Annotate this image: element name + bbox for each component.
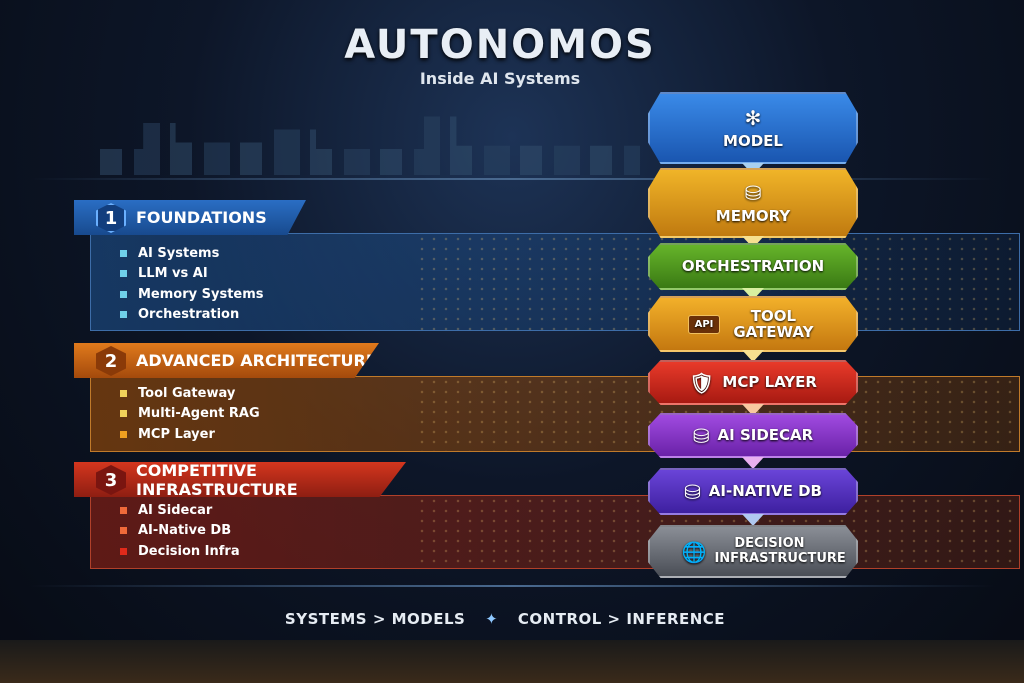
layer-label: MCP LAYER xyxy=(722,373,817,392)
neural-network-icon: ✻ xyxy=(744,105,762,130)
layer-tool-gateway: API TOOL GATEWAY xyxy=(648,296,858,352)
layer-label: AI-NATIVE DB xyxy=(708,482,822,501)
layer-ai-sidecar: ⛁ AI SIDECAR xyxy=(648,413,858,458)
section-list: AI Sidecar AI-Native DB Decision Infra xyxy=(120,500,240,562)
database-cluster-icon: ⛁ xyxy=(692,423,710,448)
list-item: Orchestration xyxy=(120,305,264,326)
section-list: Tool Gateway Multi-Agent RAG MCP Layer xyxy=(120,383,260,445)
section-title: ADVANCED ARCHITECTURE xyxy=(136,351,377,370)
section-number-badge: 1 xyxy=(96,203,126,233)
shield-check-icon: 🛡 xyxy=(689,370,715,395)
list-item: Memory Systems xyxy=(120,284,264,305)
layer-label: AI SIDECAR xyxy=(717,426,814,445)
road xyxy=(0,640,1024,683)
page-subtitle: Inside AI Systems xyxy=(419,69,581,88)
section-header-advanced-architecture: 2 ADVANCED ARCHITECTURE xyxy=(74,343,379,378)
layer-model: ✻ MODEL xyxy=(648,92,858,164)
list-item: Multi-Agent RAG xyxy=(120,404,260,425)
footer-tagline: SYSTEMS > MODELS ✦ CONTROL > INFERENCE xyxy=(0,610,1010,628)
section-title: COMPETITIVE INFRASTRUCTURE xyxy=(136,460,298,499)
footer-left: SYSTEMS > MODELS xyxy=(284,610,466,628)
section-list: AI Systems LLM vs AI Memory Systems Orch… xyxy=(120,243,264,325)
list-item: Decision Infra xyxy=(120,541,240,562)
list-item: Tool Gateway xyxy=(120,383,260,404)
list-item: AI-Native DB xyxy=(120,521,240,542)
layer-label: ORCHESTRATION xyxy=(681,257,825,276)
database-icon: ⛁ xyxy=(684,479,701,504)
list-item: LLM vs AI xyxy=(120,264,264,285)
sparkle-icon: ✦ xyxy=(485,610,499,628)
section-number-badge: 2 xyxy=(96,346,126,376)
section-title: FOUNDATIONS xyxy=(136,208,267,227)
list-item: AI Systems xyxy=(120,243,264,264)
layer-orchestration: ORCHESTRATION xyxy=(648,243,858,290)
divider xyxy=(30,178,994,180)
layer-label: MODEL xyxy=(723,131,783,150)
layer-memory: ⛁ MEMORY xyxy=(648,168,858,238)
layer-label: TOOL GATEWAY xyxy=(733,306,814,341)
globe-icon: 🌐 xyxy=(681,539,707,564)
section-header-foundations: 1 FOUNDATIONS xyxy=(74,200,306,235)
layer-ai-native-db: ⛁ AI-NATIVE DB xyxy=(648,468,858,515)
layer-mcp: 🛡 MCP LAYER xyxy=(648,360,858,405)
list-item: MCP Layer xyxy=(120,424,260,445)
page-title: AUTONOMOS xyxy=(344,22,656,68)
layer-label: MEMORY xyxy=(715,206,791,225)
api-icon: API xyxy=(687,314,721,334)
section-number-badge: 3 xyxy=(96,465,126,495)
layer-decision-infrastructure: 🌐 DECISION INFRASTRUCTURE xyxy=(648,525,858,578)
database-icon: ⛁ xyxy=(744,180,762,205)
section-header-competitive-infrastructure: 3 COMPETITIVE INFRASTRUCTURE xyxy=(74,462,406,497)
footer-right: CONTROL > INFERENCE xyxy=(517,610,726,628)
layer-label: DECISION INFRASTRUCTURE xyxy=(714,536,846,566)
list-item: AI Sidecar xyxy=(120,500,240,521)
divider xyxy=(30,585,994,587)
